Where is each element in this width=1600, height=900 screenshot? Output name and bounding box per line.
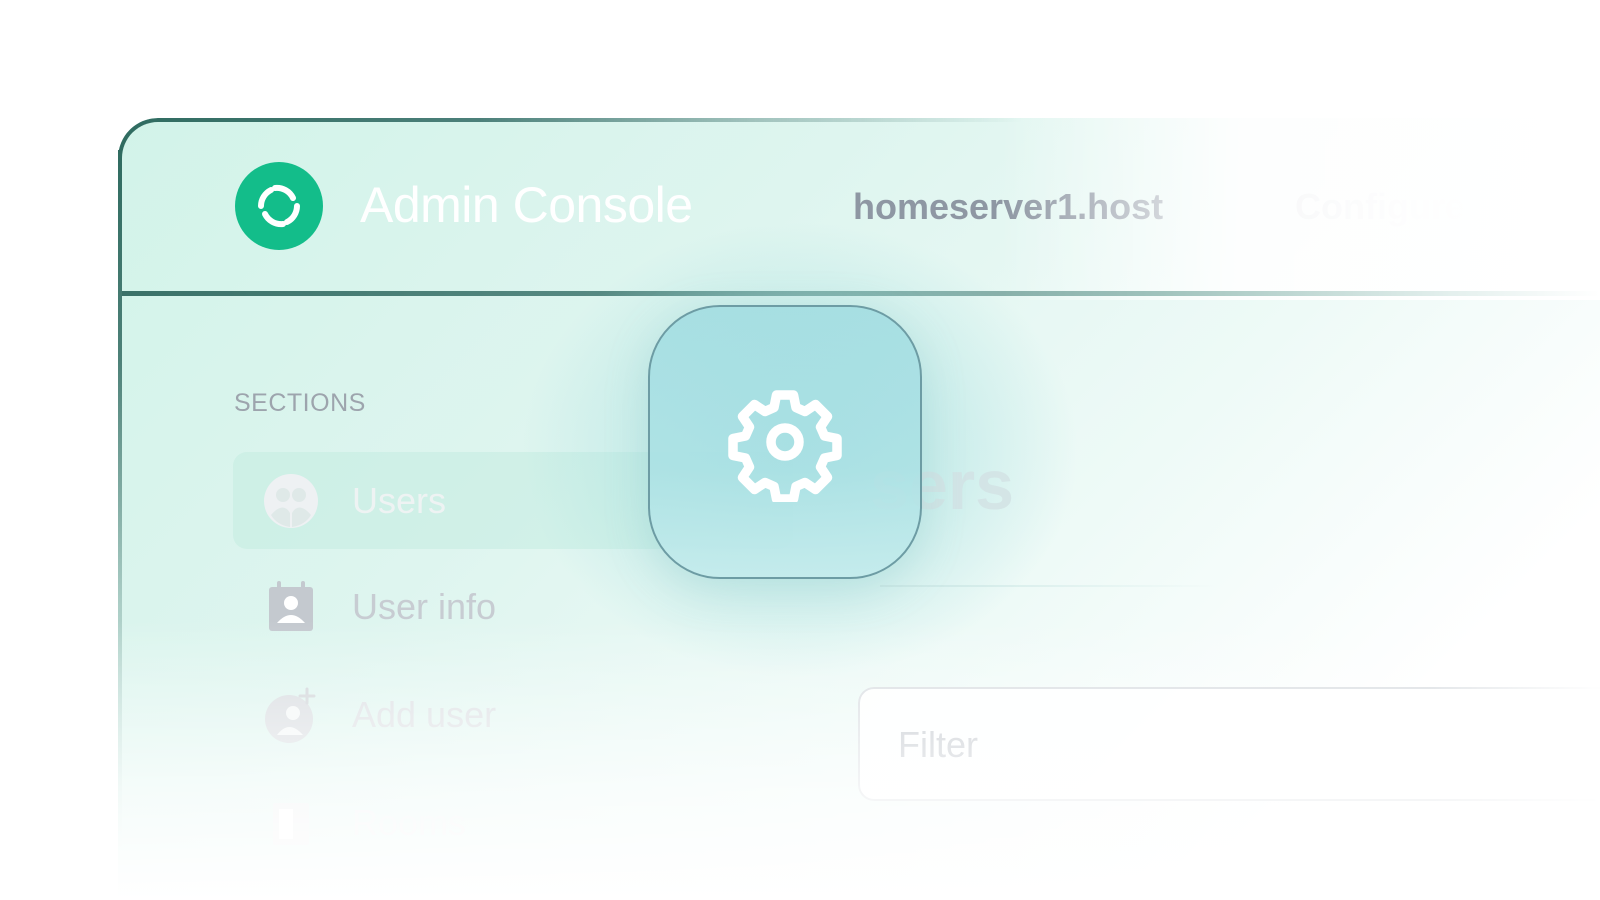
users-icon (263, 473, 319, 529)
sidebar-item-rooms[interactable]: Rooms (233, 774, 793, 871)
settings-tile[interactable] (648, 305, 922, 579)
sidebar-item-label: Users (352, 479, 447, 521)
sidebar-item-label: Rooms (352, 801, 467, 843)
rooms-icon (263, 795, 319, 851)
title-divider (880, 585, 1220, 587)
sidebar-item-label: Add user (352, 693, 497, 735)
configure-link[interactable]: Configure (1295, 186, 1465, 227)
filter-field[interactable] (858, 687, 1600, 801)
header-divider (122, 291, 1600, 296)
gear-icon (728, 390, 842, 502)
sidebar-item-label: User info (352, 585, 497, 627)
add-user-icon (263, 687, 319, 743)
element-logo-icon[interactable] (235, 162, 323, 250)
sidebar-item-user-info[interactable]: User info (233, 558, 793, 655)
app-title: Admin Console (360, 177, 693, 233)
filter-input[interactable] (896, 719, 1500, 771)
window-border-left (118, 150, 122, 850)
user-info-icon (263, 579, 319, 635)
sections-label: SECTIONS (234, 389, 366, 417)
server-name: homeserver1.host (853, 186, 1164, 227)
window-border (118, 118, 1022, 162)
sidebar-item-add-user[interactable]: Add user (233, 666, 793, 763)
